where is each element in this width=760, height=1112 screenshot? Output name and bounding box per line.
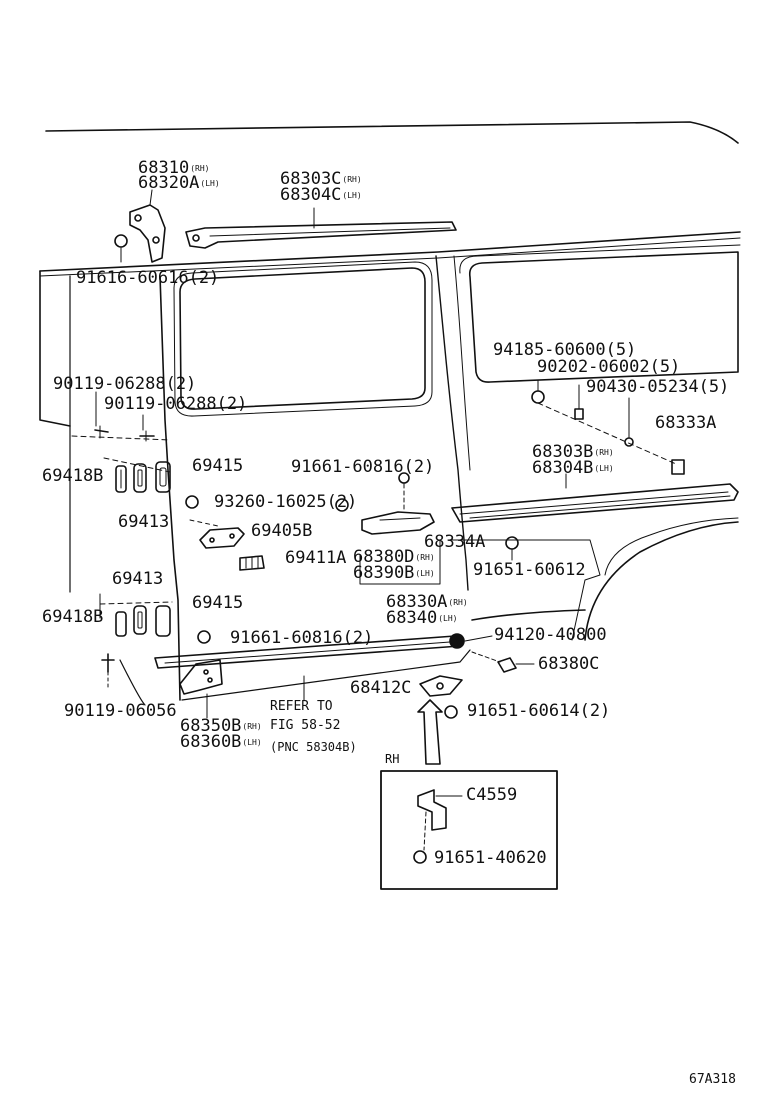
label-68304C: 68304C(LH) [280,185,362,205]
clip-69411A [239,555,265,571]
refer-line-1: REFER TO [270,699,333,714]
nut-94185 [531,390,545,404]
wheel-arch [584,521,739,641]
label-68340: 68340(LH) [386,608,458,628]
label-68380C: 68380C [538,654,600,674]
label-69415-bot: 69415 [192,593,244,613]
label-68303B: 68303B(RH) [532,442,614,462]
label-90119-b: 90119-06288(2) [104,394,248,414]
label-90430: 90430-05234(5) [586,377,730,397]
label-68330A: 68330A(RH) [386,592,468,612]
label-68350B: 68350B(RH) [180,716,262,736]
washer-91651-612 [505,536,519,550]
label-91661-top: 91661-60816(2) [291,457,435,477]
pad-69415-top [155,461,171,493]
pad-69415-bot [155,605,171,637]
label-C4559: C4559 [466,785,518,805]
label-93260: 93260-16025(2) [214,492,358,512]
center-hinge-68380D [335,472,435,535]
label-94185: 94185-60600(5) [493,340,637,360]
label-90202: 90202-06002(5) [537,357,681,377]
rear-window [468,251,739,383]
label-90119-06056: 90119-06056 [64,701,177,721]
upper-hinge-bracket [114,204,166,263]
label-69405B: 69405B [251,521,313,541]
bracket-68412C [419,675,463,697]
label-68380D: 68380D(RH) [353,547,435,567]
pad-69413-bot [133,605,147,635]
label-68334A: 68334A [424,532,486,552]
label-68303C: 68303C(RH) [280,169,362,189]
label-68304B: 68304B(LH) [532,458,614,478]
washer-91661-bot [197,630,211,644]
label-68360B: 68360B(LH) [180,732,262,752]
bolt-90119-06056 [101,653,115,691]
inset-box [380,770,558,890]
refer-line-2: FIG 58-52 [270,718,341,733]
label-68390B: 68390B(LH) [353,563,435,583]
label-69413-bot: 69413 [112,569,164,589]
label-91651-612: 91651-60612 [473,560,586,580]
belt-line [39,231,741,272]
front-window [179,267,426,410]
washer-91651-614 [444,705,458,719]
figure-code: 67A318 [689,1072,736,1087]
upper-rail [185,221,457,249]
label-68333A: 68333A [655,413,717,433]
label-68412C: 68412C [350,678,412,698]
bolt-90119-a [94,425,109,439]
label-69418B-bot: 69418B [42,607,104,627]
washer-93260 [185,495,199,509]
label-69411A: 69411A [285,548,347,568]
guide-68333A [671,459,685,475]
label-68310: 68310(RH) [138,158,210,178]
inset-bracket-C4559 [417,789,447,831]
label-69418B-top: 69418B [42,466,104,486]
pad-69418B-top [115,465,127,493]
body-left-edge [39,270,71,427]
label-68320A: 68320A(LH) [138,173,220,193]
pad-69413-top [133,463,147,493]
pad-69418B-bot [115,611,127,637]
label-91616: 91616-60616(2) [76,268,220,288]
label-69413-top: 69413 [118,512,170,532]
inset-washer [413,850,427,864]
roller-68380C [497,657,517,673]
lower-rail [154,635,461,669]
bracket-69405B [199,527,245,549]
nut-90202 [574,408,584,420]
label-90119-a: 90119-06288(2) [53,374,197,394]
center-rail-68303B [451,483,739,523]
refer-line-3: (PNC 58304B) [270,740,357,754]
label-91651-614: 91651-60614(2) [467,701,611,721]
label-94120: 94120-40800 [494,625,607,645]
inset-arrow [417,699,443,765]
roof-line [45,121,739,144]
label-91661-bot: 91661-60816(2) [230,628,374,648]
door-shut-line [159,275,181,701]
lower-hinge-68350B [179,659,223,719]
inset-title: RH [385,752,400,766]
label-91651-620: 91651-40620 [434,848,547,868]
label-69415-top: 69415 [192,456,244,476]
